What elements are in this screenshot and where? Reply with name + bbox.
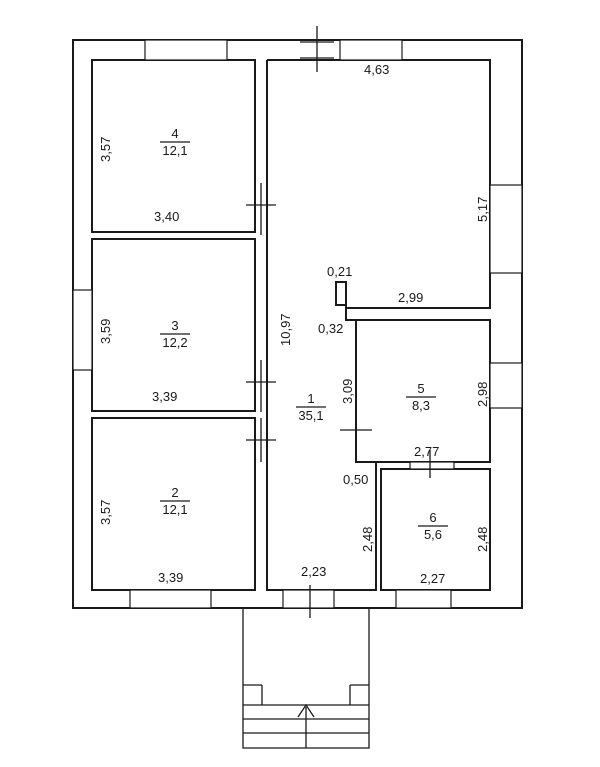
room-6-label: 6 5,6 bbox=[418, 510, 448, 542]
dim-r2-height: 3,57 bbox=[98, 500, 113, 525]
window-top-left bbox=[144, 39, 228, 61]
window-right-room5 bbox=[489, 362, 523, 409]
dim-r1-top-width: 4,63 bbox=[364, 62, 389, 77]
room-number: 1 bbox=[307, 391, 314, 406]
dim-r3-height: 3,59 bbox=[98, 319, 113, 344]
dim-notch-width: 2,99 bbox=[398, 290, 423, 305]
room-4-label: 4 12,1 bbox=[160, 126, 190, 158]
room-number: 6 bbox=[429, 510, 436, 525]
room-area: 5,6 bbox=[424, 527, 442, 542]
window-left-middle bbox=[72, 289, 93, 371]
door-marks bbox=[246, 26, 431, 618]
room-1-outline bbox=[266, 59, 491, 591]
room-number: 3 bbox=[171, 318, 178, 333]
dim-r3-width: 3,39 bbox=[152, 389, 177, 404]
dim-notch-small: 0,21 bbox=[327, 264, 352, 279]
room-area: 8,3 bbox=[412, 398, 430, 413]
dim-gap-050: 0,50 bbox=[343, 472, 368, 487]
dim-r4-height: 3,57 bbox=[98, 137, 113, 162]
entrance-arrow-icon bbox=[297, 703, 315, 718]
dim-r5-width: 2,77 bbox=[414, 444, 439, 459]
dim-r1-length: 10,97 bbox=[278, 313, 293, 346]
dim-r5-left: 3,09 bbox=[340, 379, 355, 404]
room-1-label: 1 35,1 bbox=[296, 391, 326, 423]
dim-r5-right: 2,98 bbox=[475, 382, 490, 407]
window-bottom-left bbox=[129, 589, 212, 609]
dim-r2-width: 3,39 bbox=[158, 570, 183, 585]
room-area: 12,2 bbox=[162, 335, 187, 350]
window-room5-bottom bbox=[409, 461, 455, 470]
window-right-upper bbox=[489, 184, 523, 274]
entrance-porch bbox=[242, 608, 370, 749]
room-5-label: 5 8,3 bbox=[406, 381, 436, 413]
dim-r4-width: 3,40 bbox=[154, 209, 179, 224]
dim-r6-width: 2,27 bbox=[420, 571, 445, 586]
room-area: 12,1 bbox=[162, 143, 187, 158]
dim-r1-right-height: 5,17 bbox=[475, 197, 490, 222]
window-bottom-corridor bbox=[282, 589, 335, 609]
room-area: 12,1 bbox=[162, 502, 187, 517]
room-3-label: 3 12,2 bbox=[160, 318, 190, 350]
room-number: 5 bbox=[417, 381, 424, 396]
room-number: 2 bbox=[171, 485, 178, 500]
window-top-right bbox=[339, 39, 403, 61]
room-2-label: 2 12,1 bbox=[160, 485, 190, 517]
dim-corridor-width: 2,23 bbox=[301, 564, 326, 579]
windows bbox=[72, 39, 523, 609]
dim-r6-height: 2,48 bbox=[475, 527, 490, 552]
outer-wall bbox=[72, 39, 523, 609]
window-bottom-right bbox=[395, 589, 452, 609]
dim-corridor-height: 2,48 bbox=[360, 527, 375, 552]
room-area: 35,1 bbox=[298, 408, 323, 423]
room-number: 4 bbox=[171, 126, 178, 141]
dim-offset-032: 0,32 bbox=[318, 321, 343, 336]
